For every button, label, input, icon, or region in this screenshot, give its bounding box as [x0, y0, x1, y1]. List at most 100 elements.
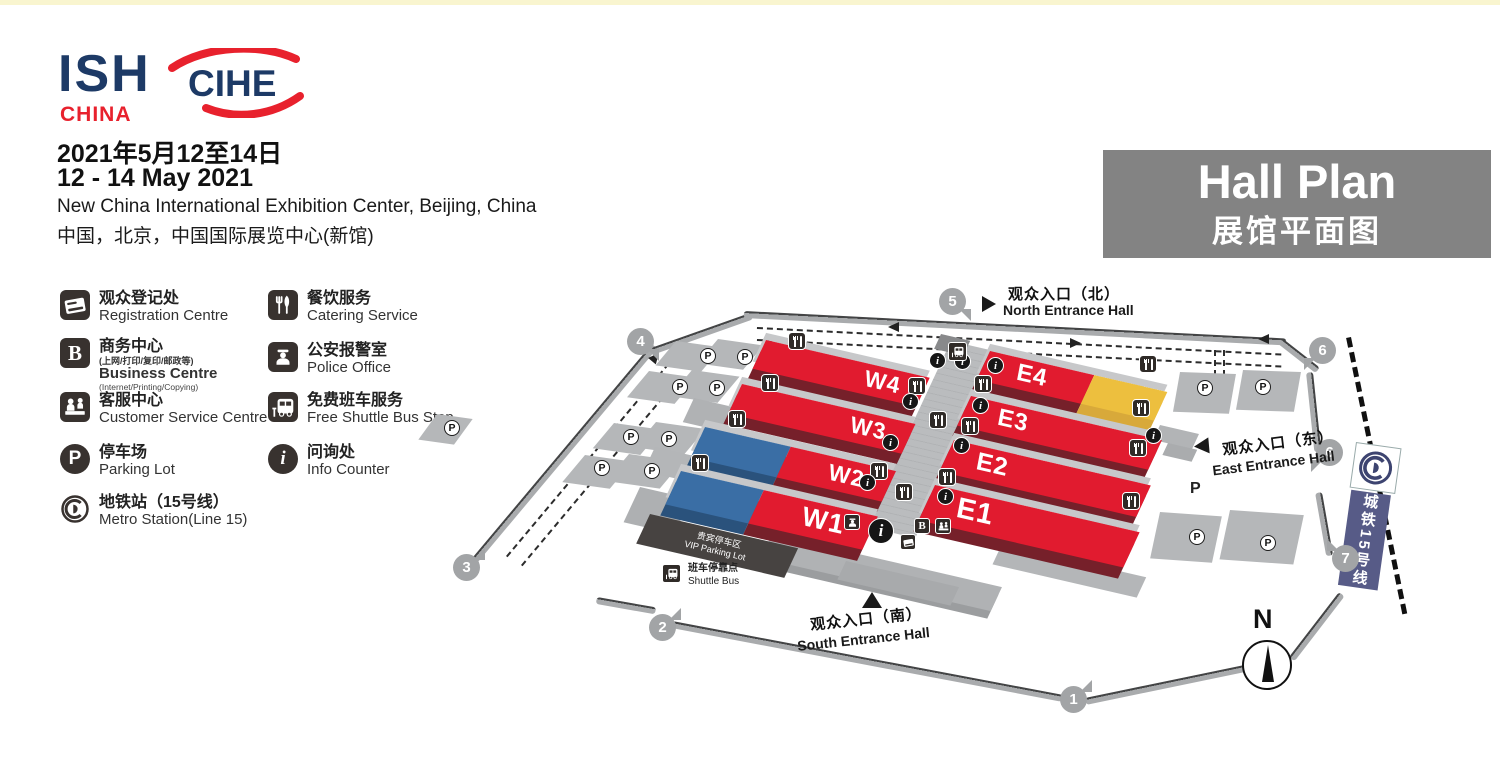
parking-letter: P [1190, 480, 1201, 497]
info-icon: i [972, 397, 989, 414]
info-icon: i [859, 474, 876, 491]
parking-marker: P [1189, 529, 1205, 545]
legend-item-info: i 问询处 Info Counter [268, 444, 390, 479]
legend-en: Police Office [307, 358, 391, 376]
lane-marking [1214, 350, 1216, 376]
catering-icon [728, 410, 746, 428]
parking-letter: P [68, 448, 82, 469]
catering-icon [895, 483, 913, 501]
route-pin-6: 6 [1304, 337, 1336, 370]
hall-plan-title-box: Hall Plan 展馆平面图 [1103, 150, 1491, 258]
legend-cn: 地铁站（15号线） [99, 494, 229, 511]
traffic-arrow-west-icon [1258, 334, 1269, 344]
legend-item-business: B 商务中心 (上网/打印/复印/邮政等) Business Centre (I… [60, 338, 217, 392]
page-title: Hall Plan [1197, 154, 1397, 208]
customer-service-icon [60, 392, 90, 422]
badge-icon [60, 290, 90, 320]
metro-line-sign: 城铁15号线 [1336, 442, 1402, 591]
legend-en: Business Centre [99, 364, 218, 382]
legend-cn: 停车场 [99, 444, 148, 461]
legend-cn: 商务中心 [99, 338, 164, 355]
legend-item-registration: 观众登记处 Registration Centre [60, 290, 228, 325]
shuttle-bus-icon [948, 342, 967, 361]
ish-logo-china: CHINA [60, 103, 132, 126]
compass-north-label: N [1253, 604, 1273, 634]
top-edge-strip [0, 0, 1500, 5]
legend-en: Parking Lot [99, 460, 175, 478]
traffic-arrow-east-icon [1070, 338, 1081, 348]
catering-icon [1132, 399, 1150, 417]
legend-item-parking: P 停车场 Parking Lot [60, 444, 175, 479]
info-icon: i [268, 444, 298, 474]
traffic-arrow-west-icon [888, 322, 899, 332]
pin-number: 2 [658, 619, 667, 636]
north-entrance-arrow-icon [982, 296, 996, 312]
catering-icon [1129, 439, 1147, 457]
info-icon: i [987, 357, 1004, 374]
badge-icon [900, 534, 916, 550]
parking-marker: P [623, 429, 639, 445]
parking-lot [1150, 512, 1222, 563]
page-title-chinese: 展馆平面图 [1212, 214, 1382, 250]
compass-needle-icon [1262, 645, 1274, 682]
parking-marker: P [644, 463, 660, 479]
pin-number: 6 [1318, 342, 1327, 359]
cihe-swoosh-top [168, 44, 300, 72]
cihe-swoosh-bottom [202, 92, 304, 119]
parking-marker: P [700, 348, 716, 364]
route-pin-7: 7 [1327, 539, 1359, 572]
catering-icon [870, 462, 888, 480]
catering-icon [268, 290, 298, 320]
catering-icon [761, 374, 779, 392]
legend-item-metro: 地铁站（15号线） Metro Station(Line 15) [60, 494, 247, 529]
info-icon: i [937, 488, 954, 505]
parking-marker: P [1197, 380, 1213, 396]
legend-en: Catering Service [307, 306, 418, 324]
pin-number: 6 [1325, 444, 1334, 461]
legend-cn: 餐饮服务 [307, 290, 372, 307]
shuttle-stop-label-en: Shuttle Bus [688, 576, 740, 587]
business-icon: B [60, 338, 90, 368]
police-icon [268, 342, 298, 372]
parking-marker: P [737, 349, 753, 365]
legend-en: Free Shuttle Bus Stop [307, 408, 454, 426]
legend-cn: 免费班车服务 [307, 392, 404, 409]
police-icon [844, 514, 860, 530]
south-entrance-arrow-icon [862, 592, 882, 608]
metro-icon [60, 494, 90, 524]
route-pin-1: 1 [1060, 680, 1092, 713]
road-southeast-curve [1289, 592, 1345, 662]
parking-icon: P [60, 444, 90, 474]
parking-marker: P [1260, 535, 1276, 551]
parking-marker: P [709, 380, 725, 396]
catering-icon [908, 377, 926, 395]
legend-item-customer-service: 客服中心 Customer Service Centre [60, 392, 267, 427]
info-icon: i [902, 393, 919, 410]
parking-marker: P [594, 460, 610, 476]
catering-icon [974, 375, 992, 393]
legend-cn: 客服中心 [99, 392, 164, 409]
shuttle-stop-label-cn: 班车停靠点 [688, 563, 738, 574]
legend-en: Registration Centre [99, 306, 229, 324]
metro-sign-label-box: 城铁15号线 [1337, 489, 1391, 591]
legend-en: Customer Service Centre [99, 408, 268, 426]
legend-cn: 问询处 [307, 444, 356, 461]
east-entrance-arrow-icon [1193, 437, 1210, 455]
north-entrance-label-en: North Entrance Hall [1003, 302, 1134, 318]
pin-number: 1 [1069, 691, 1078, 708]
business-letter: B [918, 520, 926, 532]
catering-icon [938, 468, 956, 486]
parking-marker: P [444, 420, 460, 436]
route-pin-4: 4 [627, 328, 659, 361]
shuttle-bus-icon [268, 392, 298, 422]
business-icon: B [914, 518, 930, 534]
catering-icon [1139, 355, 1157, 373]
info-icon: i [1145, 427, 1162, 444]
pin-number: 7 [1341, 550, 1350, 567]
legend-cn: 公安报警室 [307, 342, 388, 359]
legend-item-catering: 餐饮服务 Catering Service [268, 290, 418, 325]
legend-en: Metro Station(Line 15) [99, 510, 248, 528]
venue-chinese: 中国，北京，中国国际展览中心(新馆) [57, 226, 374, 247]
